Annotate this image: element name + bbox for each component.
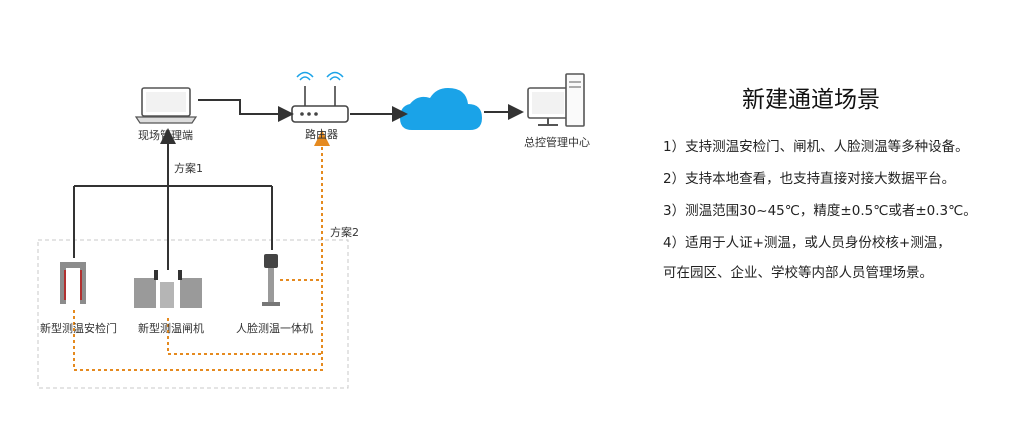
router-icon bbox=[291, 71, 349, 123]
security-door-label: 新型测温安检门 bbox=[40, 322, 117, 335]
security-door-icon bbox=[60, 262, 86, 304]
face-terminal-icon bbox=[262, 254, 280, 306]
feature-line-4: 4）适用于人证+测温，或人员身份校核+测温， bbox=[663, 235, 951, 251]
scheme1-label: 方案1 bbox=[174, 162, 203, 175]
device-group-box bbox=[37, 239, 349, 389]
turnstile-label: 新型测温闸机 bbox=[138, 322, 204, 335]
feature-line-3: 3）测温范围30~45℃，精度±0.5℃或者±0.3℃。 bbox=[663, 203, 977, 219]
laptop-router-line bbox=[198, 99, 294, 122]
local-mgmt-label: 现场管理端 bbox=[138, 129, 193, 142]
desktop-computer-icon bbox=[527, 73, 585, 127]
face-terminal-label: 人脸测温一体机 bbox=[236, 322, 313, 335]
center-label: 总控管理中心 bbox=[524, 136, 590, 149]
feature-line-5: 可在园区、企业、学校等内部人员管理场景。 bbox=[663, 265, 933, 281]
cloud-icon bbox=[400, 88, 482, 130]
laptop-icon bbox=[134, 87, 198, 124]
feature-line-1: 1）支持测温安检门、闸机、人脸测温等多种设备。 bbox=[663, 139, 969, 155]
router-label: 路由器 bbox=[305, 128, 338, 141]
turnstile-icon bbox=[134, 270, 202, 308]
panel-title: 新建通道场景 bbox=[742, 87, 880, 113]
scheme1-lines bbox=[73, 128, 273, 270]
feature-line-2: 2）支持本地查看，也支持直接对接大数据平台。 bbox=[663, 171, 956, 187]
scheme2-lines bbox=[73, 130, 330, 371]
scheme2-label: 方案2 bbox=[330, 226, 359, 239]
